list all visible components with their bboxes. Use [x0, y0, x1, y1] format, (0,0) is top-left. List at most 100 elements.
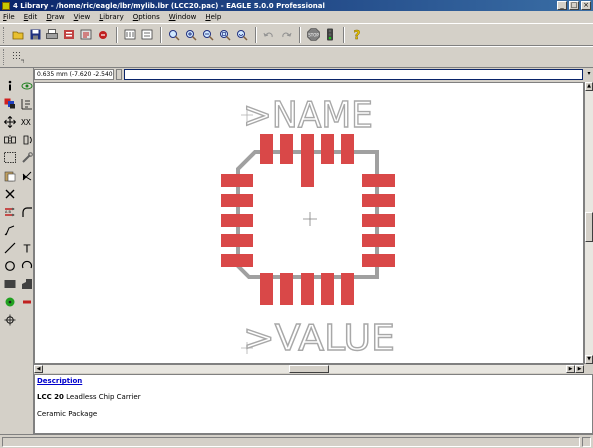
tool-palette: XX A B T: [0, 68, 34, 434]
pad[interactable]: [221, 174, 253, 187]
status-message-cell: [2, 437, 580, 447]
rotate-icon[interactable]: [19, 132, 35, 147]
help-icon[interactable]: ?: [349, 27, 365, 43]
horizontal-scrollbar[interactable]: ◀ ▶ ▶: [34, 364, 584, 373]
undo-icon[interactable]: [261, 27, 277, 43]
pad[interactable]: [221, 214, 253, 227]
title-bar: 4 Library - /home/ric/eagle/lbr/mylib.lb…: [0, 0, 593, 11]
name-placeholder-text: >NAME: [243, 95, 373, 136]
close-button[interactable]: ×: [581, 1, 591, 10]
pad-group: [221, 134, 395, 305]
scroll-up-arrow-icon[interactable]: ▲: [585, 82, 593, 91]
open-icon[interactable]: [10, 27, 26, 43]
polygon-icon[interactable]: [19, 276, 35, 291]
pad[interactable]: [221, 234, 253, 247]
scroll-right-end-arrow-icon[interactable]: ▶: [575, 365, 584, 373]
display-layers-icon[interactable]: [2, 96, 18, 111]
command-input[interactable]: [124, 69, 583, 80]
pad[interactable]: [362, 174, 395, 187]
zoom-out-icon[interactable]: [200, 27, 216, 43]
rect-icon[interactable]: [2, 276, 18, 291]
menu-view[interactable]: View: [73, 13, 91, 21]
pad[interactable]: [280, 134, 293, 164]
pad[interactable]: [362, 234, 395, 247]
script-run-icon[interactable]: [139, 27, 155, 43]
toolbar-grip[interactable]: [3, 49, 6, 65]
main-toolbar: STOP ?: [0, 23, 593, 46]
via-icon[interactable]: [2, 294, 18, 309]
chevron-down-icon[interactable]: ▾: [587, 70, 591, 77]
print-icon[interactable]: [44, 27, 60, 43]
show-eye-icon[interactable]: [19, 78, 35, 93]
maximize-button[interactable]: □: [569, 1, 579, 10]
zoom-in-icon[interactable]: [183, 27, 199, 43]
zoom-select-icon[interactable]: [217, 27, 233, 43]
group-icon[interactable]: [2, 150, 18, 165]
menu-file[interactable]: File: [3, 13, 15, 21]
menu-draw[interactable]: Draw: [46, 13, 65, 21]
pad[interactable]: [362, 254, 395, 267]
paste-icon[interactable]: [2, 168, 18, 183]
redraw-icon[interactable]: [234, 27, 250, 43]
grid-icon[interactable]: [10, 49, 26, 65]
ulp-icon[interactable]: [95, 27, 111, 43]
scroll-down-arrow-icon[interactable]: ▼: [585, 355, 593, 364]
cam-icon[interactable]: [61, 27, 77, 43]
menu-edit[interactable]: Edit: [23, 13, 38, 21]
text-icon[interactable]: T: [19, 240, 35, 255]
move-icon[interactable]: [2, 114, 18, 129]
redo-icon[interactable]: [278, 27, 294, 43]
change-icon[interactable]: [19, 150, 35, 165]
parameter-toolbar: [0, 46, 593, 68]
pad[interactable]: [221, 254, 253, 267]
vertical-scrollbar[interactable]: ▲ ▼: [584, 82, 593, 364]
menu-options[interactable]: Options: [132, 13, 160, 21]
scroll-left-arrow-icon[interactable]: ◀: [34, 365, 43, 373]
delete-icon[interactable]: [19, 168, 35, 183]
miter-icon[interactable]: [19, 204, 35, 219]
pad[interactable]: [362, 214, 395, 227]
command-history-button[interactable]: [116, 69, 122, 80]
pad[interactable]: [341, 134, 354, 164]
circle-icon[interactable]: [2, 258, 18, 273]
go-icon[interactable]: [322, 27, 338, 43]
save-icon[interactable]: [27, 27, 43, 43]
horizontal-scroll-thumb[interactable]: [289, 365, 329, 373]
menu-help[interactable]: Help: [205, 13, 222, 21]
pad[interactable]: [301, 134, 314, 187]
smd-icon[interactable]: [19, 294, 35, 309]
hole-icon[interactable]: [2, 312, 18, 327]
pad[interactable]: [280, 273, 293, 305]
minimize-button[interactable]: _: [557, 1, 567, 10]
split-icon[interactable]: [2, 222, 18, 237]
stop-icon[interactable]: STOP: [305, 27, 321, 43]
pad[interactable]: [321, 134, 334, 164]
menu-window[interactable]: Window: [168, 13, 197, 21]
scroll-right-arrow-icon[interactable]: ▶: [566, 365, 575, 373]
info-icon[interactable]: [2, 78, 18, 93]
wire-icon[interactable]: [2, 240, 18, 255]
mirror-icon[interactable]: [2, 132, 18, 147]
description-heading[interactable]: Description: [37, 377, 83, 385]
pad[interactable]: [321, 273, 334, 305]
copy-icon[interactable]: XX: [19, 114, 35, 129]
toolbar-grip[interactable]: [3, 26, 6, 43]
svg-text:T: T: [23, 242, 31, 254]
pad[interactable]: [260, 134, 273, 164]
text-origin-cross: [241, 109, 253, 121]
pad[interactable]: [341, 273, 354, 305]
pad[interactable]: [301, 273, 314, 305]
zoom-fit-icon[interactable]: [166, 27, 182, 43]
pad[interactable]: [362, 194, 395, 207]
menu-library[interactable]: Library: [99, 13, 124, 21]
use-icon[interactable]: [122, 27, 138, 43]
pad[interactable]: [221, 194, 253, 207]
drawing-canvas[interactable]: >NAME >VALUE: [34, 82, 584, 364]
mark-icon[interactable]: [19, 96, 35, 111]
vertical-scroll-thumb[interactable]: [585, 212, 593, 242]
arc-icon[interactable]: [19, 258, 35, 273]
pad[interactable]: [260, 273, 273, 305]
pinswap-icon[interactable]: A B: [2, 204, 18, 219]
add-icon[interactable]: [2, 186, 18, 201]
script-icon[interactable]: [78, 27, 94, 43]
